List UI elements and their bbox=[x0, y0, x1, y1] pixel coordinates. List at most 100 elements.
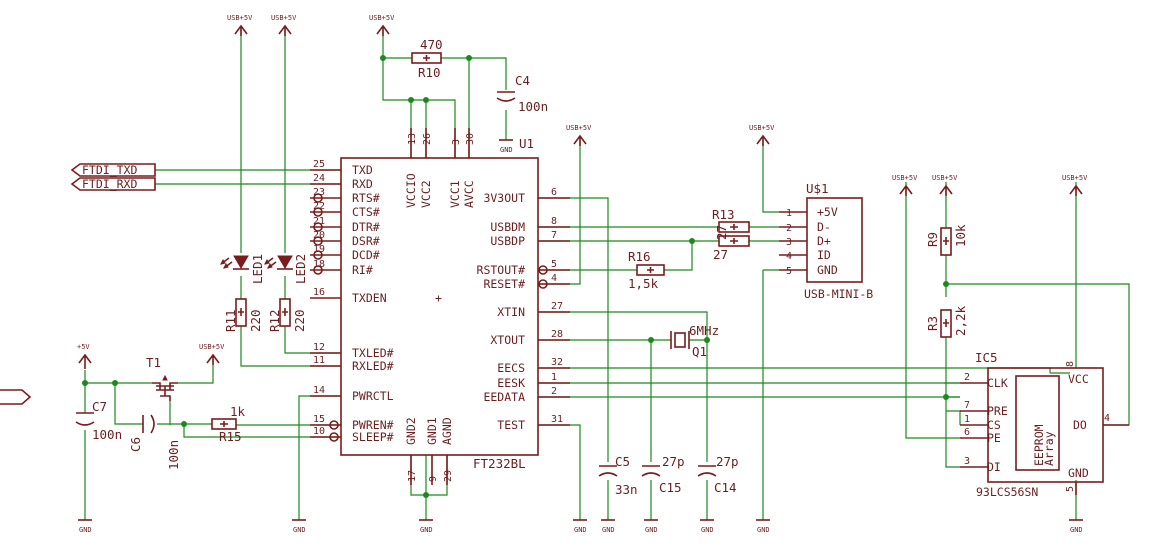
svg-text:USB+5V: USB+5V bbox=[199, 343, 225, 351]
ft232-pin-number: 14 bbox=[313, 385, 325, 396]
ground-symbol: GND bbox=[644, 519, 658, 534]
svg-text:R10: R10 bbox=[418, 65, 441, 80]
ft232-pin-name: RXLED# bbox=[352, 359, 394, 373]
ft232-part-name: FT232BL bbox=[473, 456, 526, 471]
leds: LED1 LED2 bbox=[220, 254, 308, 284]
transistor-t1: T1 bbox=[146, 355, 178, 401]
ft232-pin-name: RI# bbox=[352, 263, 373, 277]
ground-symbol: GND bbox=[1069, 519, 1083, 534]
svg-text:USB+5V: USB+5V bbox=[566, 124, 592, 132]
svg-text:USB+5V: USB+5V bbox=[271, 14, 297, 22]
svg-text:8: 8 bbox=[1065, 361, 1076, 367]
capacitor-c5: C5 33n bbox=[598, 454, 638, 497]
ft232-pin-name: VCC2 bbox=[419, 180, 433, 208]
ground-symbol: GND bbox=[573, 519, 587, 534]
ground-symbol: GND bbox=[700, 519, 714, 534]
ft232-pin-name: XTOUT bbox=[490, 333, 525, 347]
ft232-pin-number: 25 bbox=[313, 159, 325, 170]
ft232-pin-name: EEDATA bbox=[483, 390, 525, 404]
svg-text:GND: GND bbox=[420, 526, 433, 534]
ft232-pin-name: AGND bbox=[440, 417, 454, 445]
resistor-r14: 27 bbox=[713, 235, 750, 262]
usb-pin-name: D+ bbox=[817, 234, 831, 248]
eeprom-pin-number: 3 bbox=[964, 456, 970, 467]
ft232-pin-name: VCC1 bbox=[448, 180, 462, 208]
pin-inversion-bubble bbox=[313, 265, 323, 275]
usb5v-supply: USB+5V bbox=[227, 14, 253, 36]
svg-text:100n: 100n bbox=[518, 99, 548, 114]
usb-pin-number: 3 bbox=[786, 237, 792, 248]
ft232-pin-number: 7 bbox=[551, 230, 557, 241]
ft232-pin-number: 17 bbox=[407, 470, 418, 482]
svg-text:1,5k: 1,5k bbox=[628, 276, 659, 291]
pin-inversion-bubble bbox=[538, 265, 548, 275]
r13-value: 27 bbox=[714, 225, 729, 240]
capacitor-c4: C4 100n bbox=[496, 73, 548, 114]
pin-inversion-bubble bbox=[313, 207, 323, 217]
ft232-pin-name: TXD bbox=[352, 163, 373, 177]
ft232-pin-name: DTR# bbox=[352, 220, 380, 234]
ft232-pin-number: 31 bbox=[551, 414, 563, 425]
svg-text:USB+5V: USB+5V bbox=[227, 14, 253, 22]
ft232-pin-name: RSTOUT# bbox=[477, 263, 526, 277]
ft232-pin-number: 5 bbox=[551, 259, 557, 270]
usb5v-supply: USB+5V bbox=[1062, 174, 1088, 196]
svg-text:C14: C14 bbox=[714, 480, 737, 495]
svg-text:220: 220 bbox=[248, 309, 263, 332]
svg-text:USB+5V: USB+5V bbox=[1062, 174, 1088, 182]
ft232-pin-number: 32 bbox=[551, 357, 563, 368]
svg-text:GND: GND bbox=[1070, 526, 1083, 534]
pin-inversion-bubble bbox=[538, 279, 548, 289]
svg-text:2,2k: 2,2k bbox=[953, 305, 968, 336]
svg-text:R13: R13 bbox=[712, 207, 735, 222]
ft232-pin-name: RESET# bbox=[483, 277, 525, 291]
svg-text:27: 27 bbox=[713, 247, 728, 262]
junctions bbox=[82, 55, 949, 498]
ft232-pin-number: 16 bbox=[313, 287, 325, 298]
usb5v-supply: USB+5V bbox=[271, 14, 297, 36]
eeprom-pin-name: CS bbox=[987, 418, 1001, 432]
ft232-pin-name: 3V3OUT bbox=[483, 191, 525, 205]
eeprom-pin-name: DO bbox=[1073, 418, 1087, 432]
svg-text:100n: 100n bbox=[92, 427, 122, 442]
ft232-pin-number: 19 bbox=[313, 244, 325, 255]
ft232-pin-name: PWRCTL bbox=[352, 389, 394, 403]
eeprom-pin-number: 4 bbox=[1104, 413, 1110, 424]
svg-text:470: 470 bbox=[420, 37, 443, 52]
eeprom-pin-number: 2 bbox=[964, 372, 970, 383]
svg-text:C6: C6 bbox=[128, 437, 143, 452]
svg-text:U$1: U$1 bbox=[806, 181, 829, 196]
eeprom-pin-number: 7 bbox=[964, 400, 970, 411]
usb-pin-name: GND bbox=[817, 263, 838, 277]
ft232-pin-name: VCCIO bbox=[404, 173, 418, 208]
ft232-pin-name: USBDP bbox=[490, 234, 525, 248]
ft232-pin-number: 10 bbox=[313, 426, 325, 437]
ft232-pin-name: DSR# bbox=[352, 234, 380, 248]
ground-symbol: GND bbox=[601, 519, 615, 534]
ft232-pin-number: 21 bbox=[313, 216, 325, 227]
svg-text:USB+5V: USB+5V bbox=[749, 124, 775, 132]
pin-inversion-bubble bbox=[313, 222, 323, 232]
ft232-pin-number: 9 bbox=[428, 476, 439, 482]
supply-symbols: USB+5V USB+5V USB+5V USB+5V USB+5V USB+5… bbox=[77, 14, 1088, 534]
ft232-pin-number: 4 bbox=[551, 273, 557, 284]
usb5v-supply: USB+5V bbox=[932, 174, 958, 196]
ft232-pin-number: 2 bbox=[551, 386, 557, 397]
usb-pin-number: 5 bbox=[786, 266, 792, 277]
ft232-pin-name: PWREN# bbox=[352, 418, 394, 432]
svg-text:R11: R11 bbox=[223, 309, 238, 332]
svg-text:GND: GND bbox=[701, 526, 714, 534]
pin-inversion-bubble bbox=[329, 420, 339, 430]
svg-text:5: 5 bbox=[1065, 486, 1076, 492]
svg-text:GND: GND bbox=[293, 526, 306, 534]
svg-text:220: 220 bbox=[292, 309, 307, 332]
svg-text:GND: GND bbox=[602, 526, 615, 534]
svg-text:R16: R16 bbox=[628, 249, 651, 264]
usb5v-supply: USB+5V bbox=[369, 14, 395, 36]
ft232-pin-number: 8 bbox=[551, 216, 557, 227]
pin-inversion-bubble bbox=[313, 236, 323, 246]
svg-text:93LCS56SN: 93LCS56SN bbox=[976, 485, 1038, 499]
svg-text:6MHz: 6MHz bbox=[689, 323, 719, 338]
